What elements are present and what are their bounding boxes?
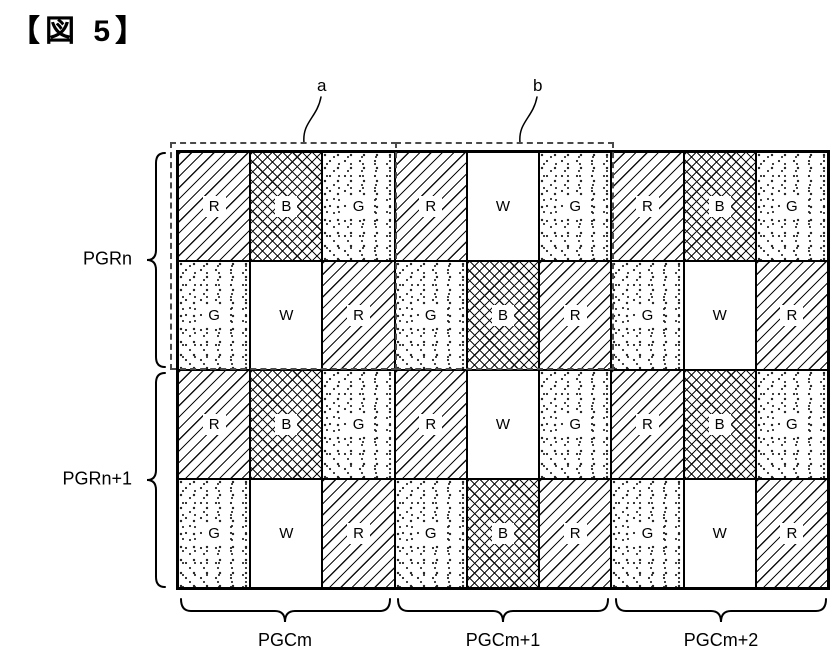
pixel-cell: R [394, 370, 467, 479]
pixel-cell: G [322, 152, 395, 261]
pixel-cell-label: W [706, 305, 733, 326]
col-group-label-pgcm: PGCm [258, 630, 312, 650]
pixel-cell: R [611, 152, 684, 261]
pixel-cell: G [611, 479, 684, 588]
pixel-cell: B [466, 261, 540, 370]
pixel-cell: W [683, 479, 756, 588]
pixel-cell-label: B [708, 414, 731, 435]
pixel-cell: G [611, 261, 684, 370]
pixel-cell-label: G [202, 305, 226, 326]
row-group-label-pgrn: PGRn [82, 248, 132, 269]
row-group-label-pgrn-plus-1: PGRn+1 [62, 468, 132, 489]
pixel-cell: R [322, 261, 395, 370]
pixel-cell-label: W [706, 523, 733, 544]
pixel-cell-label: G [563, 414, 588, 435]
pixel-cell: B [466, 479, 540, 588]
leader-line-a [303, 96, 322, 144]
pixel-cell-label: G [346, 414, 371, 435]
pixel-cell: B [250, 370, 323, 479]
col-brace-pgcm-plus-1 [397, 598, 609, 623]
pixel-cell-label: R [347, 305, 370, 326]
pixel-cell: W [466, 152, 540, 261]
pixel-cell-label: W [273, 523, 300, 544]
pixel-cell-label: R [563, 305, 587, 326]
annotation-b-label: b [533, 76, 543, 95]
pixel-cell: R [322, 479, 395, 588]
pixel-cell: B [250, 152, 323, 261]
pixel-cell: G [539, 152, 612, 261]
pixel-cell: R [394, 152, 467, 261]
leader-line-b [519, 96, 538, 144]
figure-title: 【図 5】 [10, 15, 151, 48]
col-group-label-pgcm-plus-2: PGCm+2 [683, 630, 759, 650]
pixel-cell: G [755, 370, 828, 479]
pixel-cell-label: B [275, 414, 298, 435]
pixel-cell: W [466, 370, 540, 479]
pixel-cell: R [178, 370, 251, 479]
pixel-cell-label: G [418, 305, 443, 326]
pixel-cell-label: W [489, 196, 517, 217]
pixel-cell: G [178, 261, 251, 370]
annotation-a-label: a [317, 76, 327, 95]
pixel-cell: B [683, 370, 756, 479]
pixel-cell-label: R [780, 305, 804, 326]
pixel-cell-label: B [708, 196, 731, 217]
pixel-cell-label: B [491, 305, 514, 326]
pixel-cell-label: G [780, 414, 804, 435]
pixel-cell-label: R [419, 414, 443, 435]
col-brace-pgcm-plus-2 [615, 598, 827, 623]
pixel-cell: W [250, 261, 323, 370]
pixel-cell: G [394, 479, 467, 588]
row-brace-pgrn [146, 152, 166, 368]
pixel-cell-label: R [347, 523, 370, 544]
pixel-cell: R [178, 152, 251, 261]
pixel-cell-label: R [419, 196, 443, 217]
pixel-cell: G [539, 370, 612, 479]
pixel-cell-label: G [780, 196, 804, 217]
pixel-cell: R [539, 261, 612, 370]
pixel-cell-label: G [635, 305, 660, 326]
pixel-cell: R [755, 261, 828, 370]
pixel-cell: W [250, 479, 323, 588]
row-brace-pgrn-plus-1 [146, 372, 166, 588]
pixel-cell-label: W [489, 414, 517, 435]
pixel-cell-label: R [636, 196, 659, 217]
col-brace-pgcm [180, 598, 391, 623]
pixel-cell-label: G [202, 523, 226, 544]
pixel-grid: R B G R W G R B G G W R G B R G W R R B G R W G R B G G W R G B R G W R [176, 150, 830, 590]
pixel-cell-label: B [491, 523, 514, 544]
pixel-cell-label: R [636, 414, 659, 435]
pixel-cell-label: G [635, 523, 660, 544]
pixel-cell-label: G [418, 523, 443, 544]
col-group-label-pgcm-plus-1: PGCm+1 [465, 630, 541, 650]
pixel-cell: B [683, 152, 756, 261]
pixel-cell-label: G [563, 196, 588, 217]
pixel-cell: G [394, 261, 467, 370]
pixel-cell: R [539, 479, 612, 588]
pixel-cell: R [611, 370, 684, 479]
pixel-cell-label: W [273, 305, 300, 326]
pixel-cell: G [322, 370, 395, 479]
pixel-cell-label: R [202, 414, 226, 435]
pixel-cell-label: R [202, 196, 226, 217]
pixel-cell: G [755, 152, 828, 261]
pixel-cell-label: R [563, 523, 587, 544]
pixel-cell: R [755, 479, 828, 588]
pixel-cell-label: R [780, 523, 804, 544]
pixel-cell-label: G [346, 196, 371, 217]
pixel-cell-label: B [275, 196, 298, 217]
pixel-cell: G [178, 479, 251, 588]
pixel-cell: W [683, 261, 756, 370]
